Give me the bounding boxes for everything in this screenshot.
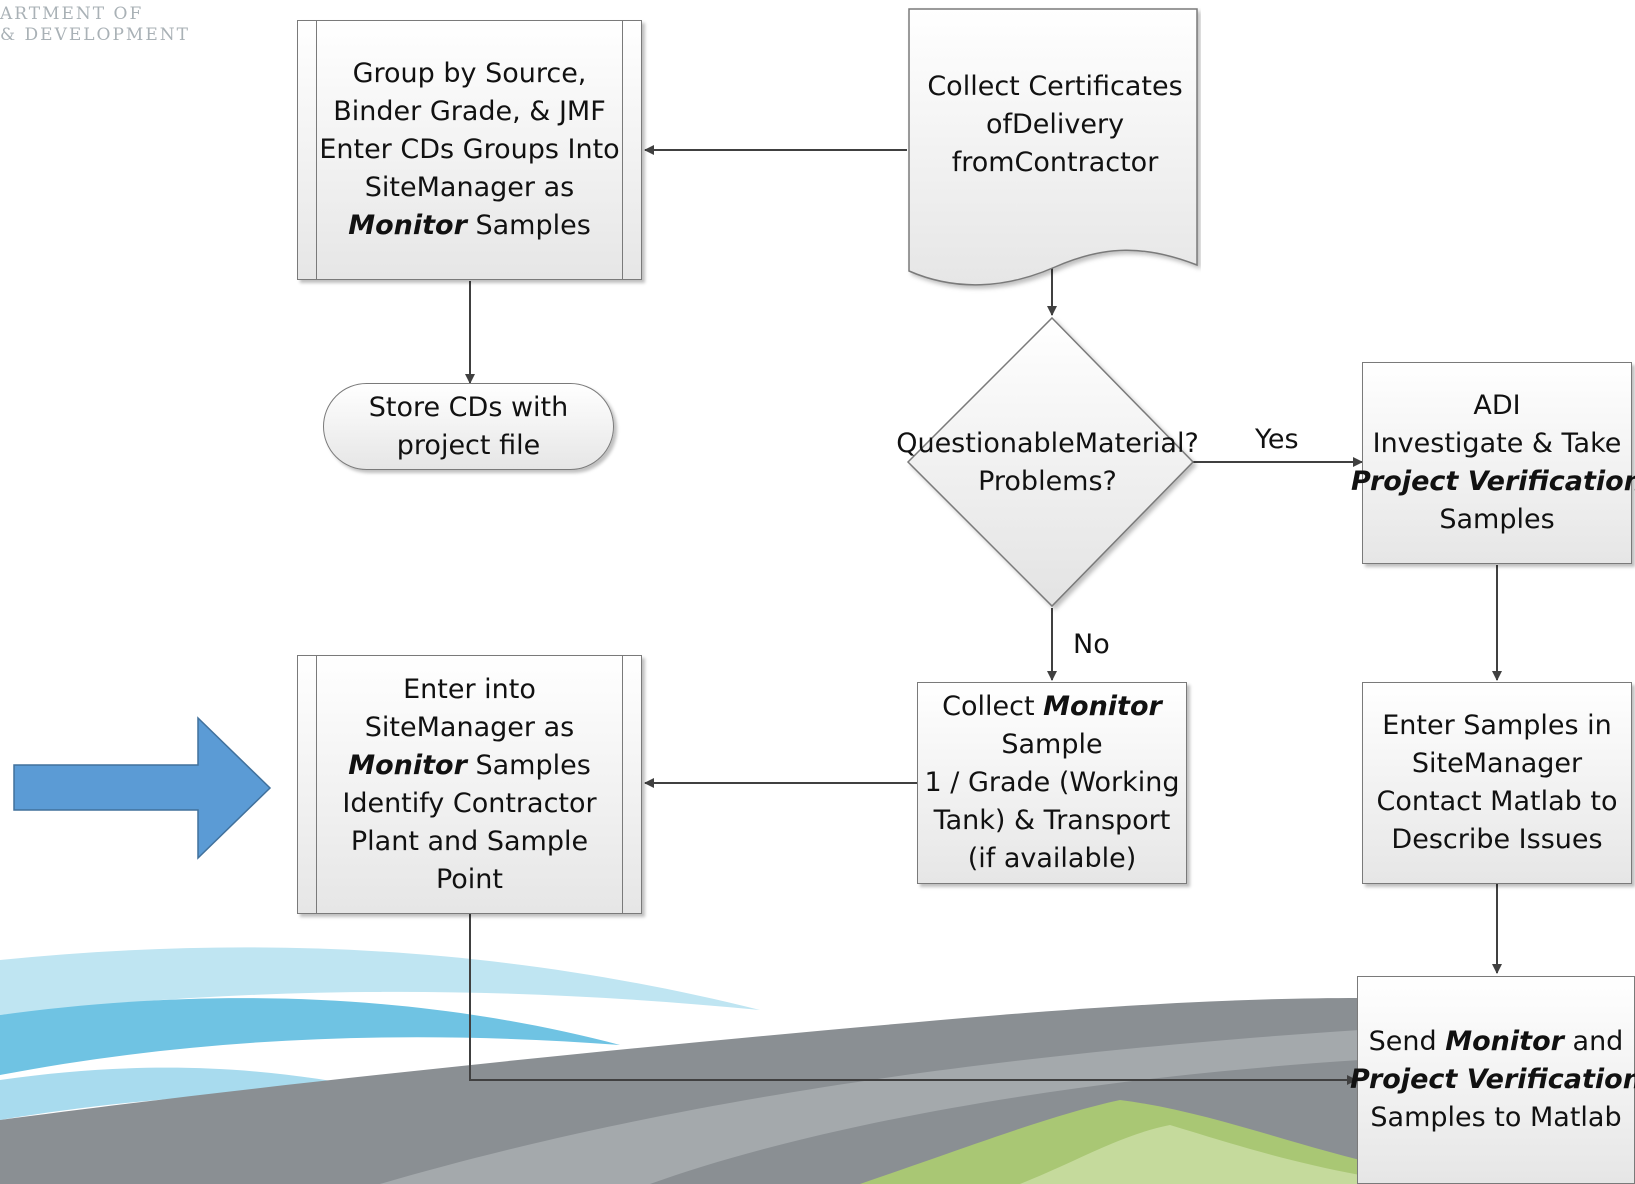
collect-certificates-document [908,8,1198,286]
no-label: No [1073,629,1110,660]
department-logo: ARTMENT OF & DEVELOPMENT [0,4,190,46]
emphasis-text: Monitor [1043,691,1162,722]
adi-investigate-line: Samples [1439,504,1555,535]
questionable-material-line: Material? [1074,427,1199,459]
group-by-source-line: Monitor Samples [348,210,591,241]
collect-monitor-sample-line: (if available) [967,843,1137,874]
enter-into-sitemanager-line: Identify Contractor [342,787,597,819]
enter-samples-line: Contact Matlab to [1376,786,1618,817]
questionable-material-text: QuestionableMaterial? Problems? [896,385,1199,540]
questionable-material-decision [906,316,1195,608]
group-by-source-line: Enter CDs Groups Into [319,134,620,165]
collect-certificates-line: Contractor [1014,147,1159,178]
emphasis-text: Monitor [348,210,467,241]
collect-certificates-line: Collect Certificates of [927,71,1183,140]
grass-green-light [1020,1125,1360,1184]
send-samples-line: Samples to Matlab [1370,1102,1622,1133]
group-by-source-line: Group by Source, [352,58,587,89]
collect-certificates-text: Collect Certificates ofDelivery fromCont… [905,45,1205,205]
adi-investigate-line: ADI [1473,390,1521,421]
enter-into-sitemanager-line: Monitor Samples [348,749,591,781]
connector-enter-to-send [469,914,1357,1085]
enter-samples-line: Describe Issues [1391,824,1603,855]
swoosh-blue [0,998,620,1075]
enter-into-sitemanager-line: Plant and Sample [350,825,589,857]
highlight-arrow [13,716,272,860]
collect-monitor-sample-line: Sample [1001,729,1103,760]
emphasis-text: Monitor [1445,1026,1564,1057]
collect-monitor-sample-line: 1 / Grade (Working [924,767,1180,798]
emphasis-text: Project Verification [1351,466,1635,497]
adi-investigate-line: Investigate & Take [1372,428,1622,459]
enter-into-sitemanager-line: Enter into [403,673,536,705]
logo-line-1: ARTMENT OF [0,4,144,24]
enter-into-sitemanager-line: SiteManager as [364,711,575,743]
emphasis-text: Project Verification [1350,1064,1635,1095]
group-by-source-text: Group by Source, Binder Grade, & JMF Enter… [313,55,625,245]
store-cds-line: Store CDs with [368,391,569,423]
store-cds-box: Store CDs with project file [323,383,614,470]
logo-line-2: & DEVELOPMENT [0,25,190,45]
enter-samples-line: SiteManager [1411,748,1583,779]
group-by-source-line: SiteManager as [364,172,575,203]
enter-into-sitemanager-line: Point [435,863,504,895]
group-by-source-box: Group by Source, Binder Grade, & JMF Enter… [297,20,642,280]
swoosh-light-blue [0,947,760,1015]
emphasis-text: Monitor [348,749,467,781]
swoosh-light-blue-lower [0,1067,380,1120]
collect-certificates-line: Delivery from [951,109,1125,178]
collect-monitor-sample-line: Tank) & Transport [933,805,1171,836]
group-by-source-line: Binder Grade, & JMF [333,96,606,127]
road-gray-light [380,1030,1360,1184]
adi-investigate-line: Project Verification [1351,463,1635,501]
yes-label: Yes [1255,424,1299,455]
enter-samples-line: Enter Samples in [1382,710,1612,741]
questionable-material-line: Problems? [978,465,1117,497]
collect-monitor-sample-line: Collect Monitor [942,691,1162,722]
send-samples-line: Project Verification [1350,1061,1635,1099]
store-cds-text: Store CDs with project file [363,389,575,465]
store-cds-line: project file [396,429,541,461]
questionable-material-line: Questionable [896,427,1075,459]
send-samples-line: Send Monitor and [1368,1026,1624,1057]
